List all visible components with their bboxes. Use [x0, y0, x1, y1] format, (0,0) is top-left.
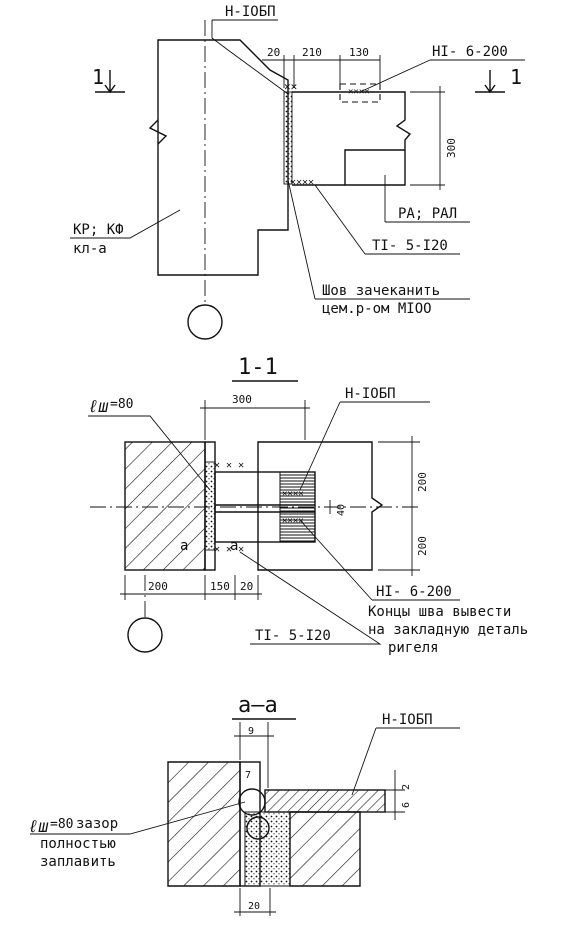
section-mark-left: 1: [92, 65, 104, 89]
axis-bubble: [127, 617, 163, 653]
section-arrow-left: [104, 70, 116, 94]
beam-outline: [292, 91, 412, 186]
leader-line: [211, 19, 289, 95]
dim-300: 300: [232, 393, 252, 406]
dim-200-top: 200: [416, 472, 429, 492]
weld-label-top: Н-IОБП: [225, 4, 276, 20]
weld-label-t1: ТI- 5-I20: [255, 628, 331, 644]
weld-cross: ✕ ✕ ✕: [214, 460, 244, 471]
dim-150: 150: [210, 580, 230, 593]
break-line: [148, 119, 168, 145]
leader-line: [30, 801, 246, 835]
lw-label: =80: [50, 817, 73, 832]
weld-cross: ✕✕✕✕: [290, 177, 314, 188]
mark-a-right: а: [230, 538, 238, 554]
section-title: 1-1: [238, 355, 278, 380]
dim-130: 130: [349, 46, 369, 59]
lw-label: =80: [110, 397, 133, 412]
section-a-a: а–а 9 7 2 6 20 Н-IОБП ℓш =80: [28, 693, 460, 916]
dim-20: 20: [240, 580, 253, 593]
beam-block: [289, 811, 361, 887]
mark-a-left: а: [180, 538, 188, 554]
weld-label-h1: НI- 6-200: [376, 584, 452, 600]
rebar-circle: [246, 816, 270, 840]
top-view: ✕✕ ✕✕✕✕ ✕✕✕✕ 1 1 20 210 130 300 Н-IОБП Н…: [70, 4, 525, 340]
section-title: а–а: [238, 693, 278, 718]
note-line-3: ригеля: [388, 640, 439, 656]
column-label-1: КР; КФ: [73, 222, 124, 238]
leader-line: [384, 175, 470, 223]
section-1-1: 1-1 ✕ ✕ ✕ ✕✕✕✕ ✕✕✕✕ ✕ ✕ ✕ 300 ℓш =80 Н-I…: [88, 355, 528, 656]
leader-line: [239, 551, 382, 645]
note-line-1: Шов зачеканить: [322, 283, 440, 299]
leader-line: [287, 179, 470, 300]
note-line-3: заплавить: [40, 854, 116, 870]
note-line-1: Концы шва вывести: [368, 604, 511, 620]
column-section: [124, 441, 206, 571]
section-mark-right: 1: [510, 65, 522, 89]
note-line-2: цем.р-ом МIОО: [322, 301, 432, 317]
beam-section: [257, 441, 384, 571]
leader-line: [299, 519, 460, 601]
lw-symbol: ℓш: [28, 817, 49, 837]
note-line-2: полностью: [40, 836, 116, 852]
dim-300: 300: [445, 138, 458, 158]
lw-symbol: ℓш: [88, 397, 109, 417]
leader-line: [88, 415, 211, 491]
weld-cross: ✕✕: [284, 80, 297, 93]
leader-line: [70, 209, 181, 239]
leader-line: [299, 401, 430, 491]
weld-label-h1: НI- 6-200: [432, 44, 508, 60]
embedded-plate: [339, 83, 381, 103]
weld-label-t1: ТI- 5-I20: [372, 238, 448, 254]
weld-cross: ✕✕✕✕: [282, 489, 304, 499]
weld-label-top: Н-IОБП: [345, 386, 396, 402]
grout-joint: [204, 461, 216, 551]
dim-7: 7: [245, 770, 251, 781]
rebar-circle: [238, 788, 266, 816]
grout-joint: [283, 91, 293, 185]
leader-line: [314, 184, 460, 255]
weld-label: Н-IОБП: [382, 712, 433, 728]
column-label-2: кл-а: [73, 241, 107, 257]
dim-210: 210: [302, 46, 322, 59]
dim-40: 40: [336, 504, 347, 516]
leader-line: [359, 59, 525, 93]
column-outline: [157, 39, 289, 276]
section-arrow-right: [484, 70, 496, 94]
note-word: зазор: [76, 816, 118, 832]
dim-20: 20: [267, 46, 280, 59]
beam-label: РА; РАЛ: [398, 206, 457, 222]
dim-20: 20: [248, 901, 260, 912]
dim-200: 200: [148, 580, 168, 593]
axis-bubble: [187, 304, 223, 340]
column-block: [167, 761, 241, 887]
dim-9: 9: [248, 726, 254, 737]
leader-line: [351, 727, 460, 796]
dim-200-bottom: 200: [416, 536, 429, 556]
weld-cross: ✕ ✕ ✕: [214, 544, 244, 555]
weld-cross: ✕✕✕✕: [348, 87, 370, 97]
dim-2: 2: [401, 784, 412, 790]
grout: [244, 811, 291, 887]
weld-cross: ✕✕✕✕: [282, 516, 304, 526]
dim-6: 6: [401, 802, 412, 808]
embedded-plate: [264, 789, 386, 813]
note-line-2: на закладную деталь: [368, 622, 528, 638]
